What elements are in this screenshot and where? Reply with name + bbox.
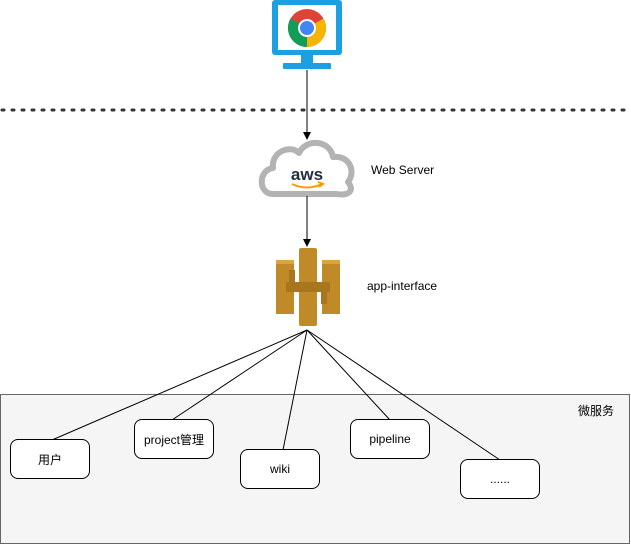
aws-logo-text: aws (291, 165, 323, 184)
web-server-label: Web Server (371, 163, 435, 177)
gateway-to-service-line (306, 329, 501, 461)
gateway-to-service-line (282, 329, 308, 451)
service-box-more: ...... (460, 459, 540, 499)
service-box-project: project管理 (134, 419, 214, 459)
gateway-to-service-line (306, 329, 391, 421)
gateway-to-service-line (171, 329, 308, 421)
api-gateway-icon (276, 248, 340, 326)
chrome-browser-icon (272, 0, 342, 69)
app-interface-label: app-interface (367, 279, 438, 293)
aws-cloud-icon: aws (258, 140, 355, 198)
service-box-users: 用户 (10, 439, 90, 479)
microservices-label: 微服务 (578, 404, 615, 418)
gateway-to-service-line (51, 329, 308, 441)
service-box-wiki: wiki (240, 449, 320, 489)
service-box-pipeline: pipeline (350, 419, 430, 459)
